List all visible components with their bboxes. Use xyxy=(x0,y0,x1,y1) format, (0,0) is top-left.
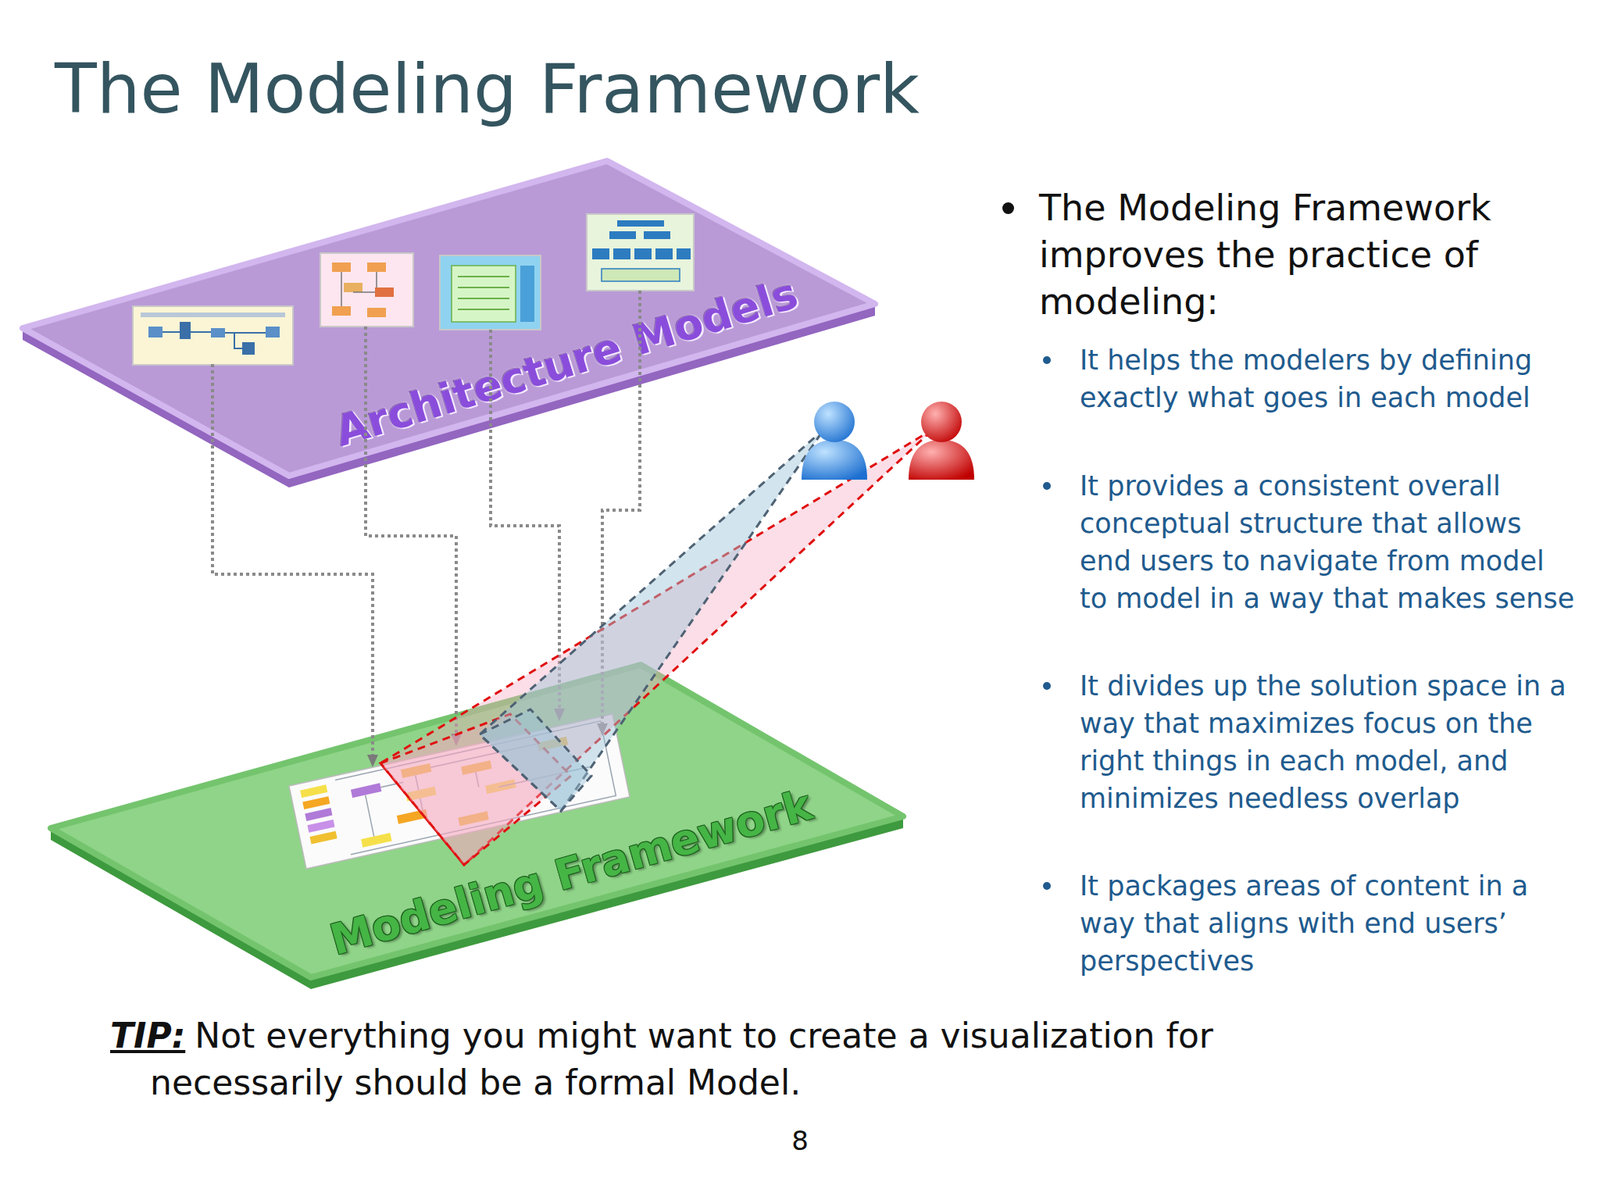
person-icon-blue xyxy=(801,401,868,480)
bullet-text: It packages areas of content in a way th… xyxy=(1079,867,1580,980)
person-body xyxy=(801,439,868,480)
plane-face xyxy=(50,664,904,978)
plane: Modeling Framework xyxy=(42,660,911,993)
bullet-dot xyxy=(1002,202,1015,215)
tip-note: TIP:Not everything you might want to cre… xyxy=(110,1012,1338,1107)
bullet-dot xyxy=(1042,682,1051,690)
person-icon-red xyxy=(908,401,975,480)
bullet-dot xyxy=(1042,882,1051,890)
bullet-text: It divides up the solution space in a wa… xyxy=(1079,667,1580,818)
person-body xyxy=(908,439,975,480)
bullet-text: The Modeling Framework improves the prac… xyxy=(1039,184,1571,325)
page-number: 8 xyxy=(791,1125,809,1157)
bullet-dot xyxy=(1042,356,1051,365)
bullet-text: It helps the modelers by defining exactl… xyxy=(1079,341,1580,417)
plane-face xyxy=(22,160,875,476)
bullet-dot xyxy=(1042,482,1051,490)
slide-title: The Modeling Framework xyxy=(54,51,920,128)
tip-text: Not everything you might want to create … xyxy=(150,1015,1214,1103)
tip-keyword: TIP: xyxy=(110,1015,186,1056)
person-head xyxy=(814,401,855,443)
person-head xyxy=(921,401,962,443)
plane: Architecture Models xyxy=(19,156,887,489)
bullet-text: It provides a consistent overall concept… xyxy=(1079,467,1580,618)
